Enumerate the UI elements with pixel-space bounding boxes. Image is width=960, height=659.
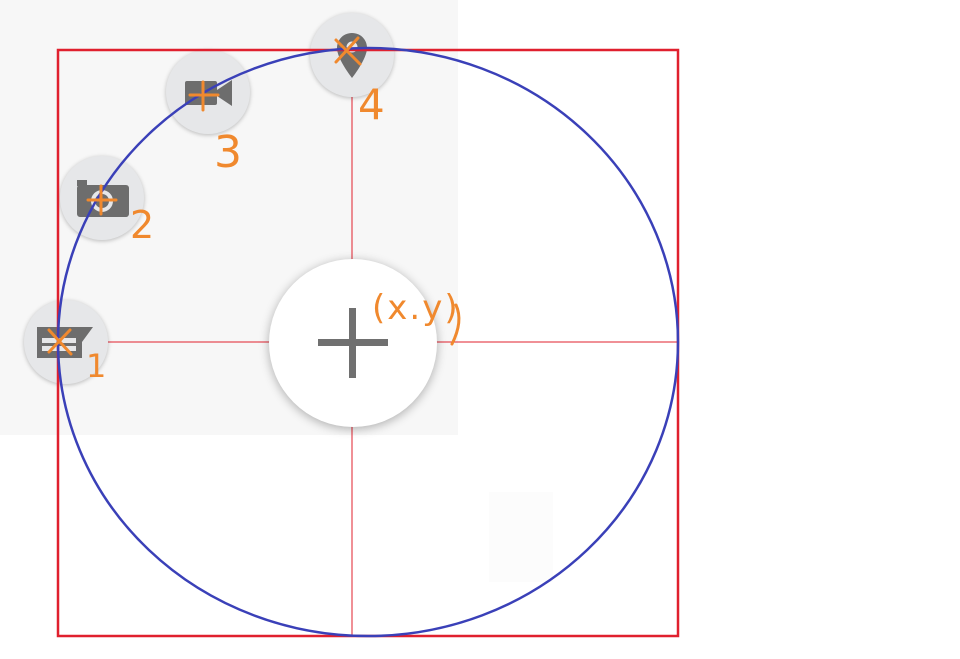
videocam-button[interactable] — [166, 50, 250, 134]
plus-icon — [318, 308, 388, 378]
order-label-2: 2 — [130, 203, 155, 247]
order-label-3: 3 — [214, 127, 242, 178]
main-fab[interactable] — [269, 259, 437, 427]
faint-square — [489, 492, 553, 582]
videocam-icon — [185, 80, 232, 106]
order-label-4: 4 — [358, 80, 385, 129]
order-label-1: 1 — [86, 347, 107, 385]
center-coordinate-label: (x.y) — [372, 288, 460, 328]
